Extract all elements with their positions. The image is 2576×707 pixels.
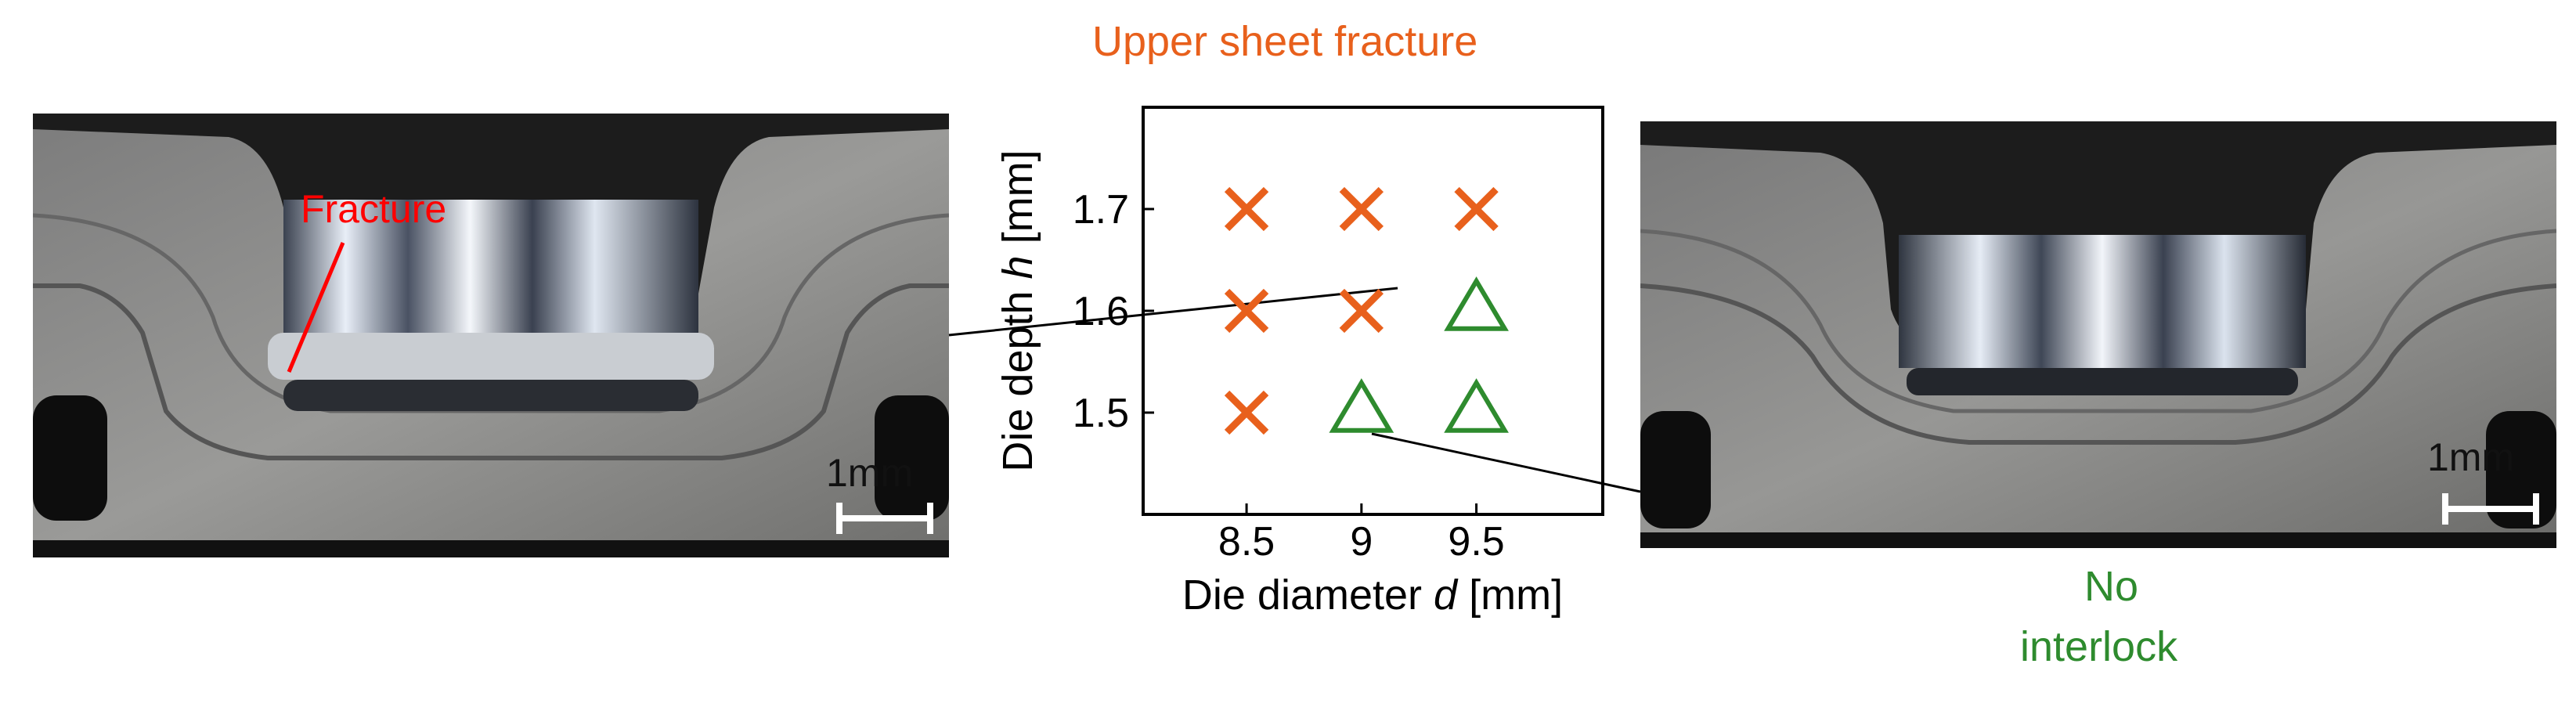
x-tick-label-2: 9.5 (1448, 519, 1504, 565)
data-markers (1224, 186, 1509, 435)
no-interlock-marker-7 (1329, 378, 1394, 433)
connector-line-left (948, 287, 1398, 337)
x-axis-label: Die diameter d [mm] (1182, 572, 1563, 619)
fracture-marker-6 (1224, 390, 1269, 435)
y-tick-label-2: 1.7 (1073, 187, 1129, 233)
fracture-marker-1 (1339, 186, 1384, 232)
x-tick-label-1: 9 (1350, 519, 1373, 565)
y-tick-label-1: 1.6 (1073, 289, 1129, 334)
y-axis-ticks: 1.5 1.6 1.7 (1073, 187, 1154, 436)
fracture-pointer-line (287, 242, 345, 373)
plot-frame (1142, 106, 1604, 516)
fracture-marker-0 (1224, 186, 1269, 232)
fracture-annotation: Fracture (301, 187, 447, 231)
fracture-category-label: Upper sheet fracture (1092, 18, 1478, 65)
no-interlock-label-line2: interlock (2020, 623, 2178, 670)
left-scale-bar-label: 1mm (826, 451, 914, 495)
left-micrograph (33, 114, 949, 557)
y-axis-label: Die depth h [mm] (994, 150, 1041, 471)
x-tick-label-0: 8.5 (1218, 519, 1275, 565)
x-axis-ticks: 8.5 9 9.5 (1218, 503, 1505, 565)
y-tick-label-0: 1.5 (1073, 391, 1129, 436)
right-scale-bar (2442, 493, 2539, 525)
no-interlock-marker-5 (1444, 276, 1509, 331)
fracture-marker-2 (1454, 186, 1499, 232)
no-interlock-marker-8 (1444, 378, 1509, 433)
fracture-marker-3 (1224, 288, 1269, 334)
connector-line-right (1371, 432, 1641, 493)
fracture-marker-4 (1339, 288, 1384, 334)
right-scale-bar-label: 1mm (2427, 435, 2515, 479)
right-micrograph (1640, 121, 2556, 548)
no-interlock-label-line1: No (2084, 563, 2139, 610)
left-scale-bar (836, 503, 933, 534)
